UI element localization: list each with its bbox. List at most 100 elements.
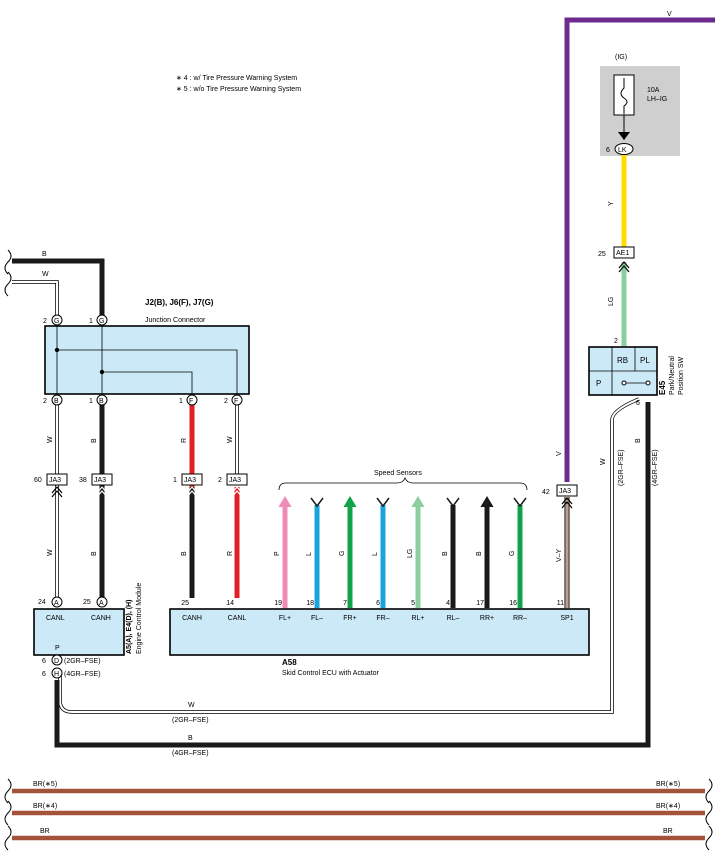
jc-pin-num: 1 — [89, 398, 93, 405]
bus-label: BR — [663, 828, 673, 835]
wire-label: B — [188, 735, 193, 742]
break-mark-icon — [705, 800, 713, 826]
ja3-tag — [46, 473, 68, 486]
jc-bus-2 — [102, 371, 193, 394]
arrow-up-icon — [480, 496, 494, 508]
switch-pin-top: 2 — [614, 338, 618, 345]
wire-label: B — [442, 551, 449, 556]
ecu-pin-number: 7 — [343, 600, 347, 607]
ecu-pin-label: RL– — [447, 615, 460, 622]
wire-label: L — [372, 552, 379, 556]
arrow-down-icon — [376, 497, 390, 508]
wire-label: G — [339, 551, 346, 556]
break-mark-icon — [705, 825, 713, 851]
ja3-pin: 38 — [79, 477, 87, 484]
wire-label: W — [600, 458, 607, 465]
switch-pl: PL — [640, 356, 650, 365]
ecu-pin-number: 18 — [306, 600, 314, 607]
chevron-up-icon — [186, 486, 198, 498]
ja3-name: JA3 — [229, 477, 241, 484]
jc-pin-id: F — [234, 398, 238, 405]
ae1-tag — [613, 246, 635, 259]
junction-connector: J2(B), J6(F), J7(G) Junction Connector 2… — [43, 298, 250, 406]
jc-pin — [96, 394, 108, 406]
ecu-pins: 25CANH14CANL19FL+18FL–7FR+6FR–5RL+4RL–17… — [181, 600, 574, 622]
wire-label: L — [306, 552, 313, 556]
wire-label: LG — [608, 297, 615, 306]
jc-pin — [96, 314, 108, 326]
ecu-pin-number: 14 — [226, 600, 234, 607]
ecm-p: P — [55, 645, 60, 652]
switch-contact-icon — [645, 380, 651, 386]
ecm-canl: CANL — [46, 615, 65, 622]
ecm-title: A5(A), E4(D), (H) — [126, 600, 133, 654]
break-mark-icon — [4, 271, 12, 297]
junction-box — [44, 325, 250, 395]
junction-title: J2(B), J6(F), J7(G) — [145, 298, 214, 307]
ja3-connectors: 60 JA3 38 JA3 1 JA3 2 JA3 42 JA3 — [34, 473, 578, 509]
chevron-up-icon — [231, 486, 243, 498]
park-neutral-switch: RB PL P 2 6 E45 Park/Neutral Position SW — [588, 338, 685, 407]
switch-name-2: Position SW — [678, 356, 685, 395]
ja3-tag — [181, 473, 203, 486]
jc-pin-id: G — [54, 318, 59, 325]
ecm-pin — [96, 596, 108, 608]
arrow-up-icon — [343, 496, 357, 508]
ecu-pin-number: 17 — [476, 600, 484, 607]
jc-pin — [231, 394, 243, 406]
wire-b-e45 — [54, 402, 651, 748]
ecm-gnd-variant: (4GR–FSE) — [64, 671, 101, 678]
ecm-gnd-variant: (2GR–FSE) — [64, 658, 101, 665]
wire-label: V–Y — [556, 548, 563, 562]
bus-label: BR(∗5) — [656, 781, 680, 788]
fuse-box-shade — [600, 66, 680, 156]
ecu-id: A58 — [282, 658, 297, 667]
ecm-pin — [51, 596, 63, 608]
speed-sensors-bracket — [278, 476, 528, 491]
ecu-box — [169, 608, 590, 656]
wire-w-top — [12, 281, 58, 321]
wire-label: V — [556, 451, 563, 456]
ja3-name: JA3 — [94, 477, 106, 484]
speed-sensors-label: Speed Sensors — [374, 470, 422, 477]
wire-label: LG — [407, 549, 414, 558]
ecu-pin-label: FR– — [376, 615, 389, 622]
bus-label: BR(∗5) — [33, 781, 57, 788]
wire-label: R — [181, 438, 188, 443]
fuse-block: (IG) 10A LH–IG — [600, 54, 680, 156]
ecu-pin-label: CANL — [228, 615, 247, 622]
ecm-gnd-id: D — [54, 658, 59, 665]
break-mark-icon — [4, 249, 12, 275]
wire-label-variant: (4GR–FSE) — [172, 750, 209, 757]
bus-label: BR(∗4) — [656, 803, 680, 810]
switch-name: Park/Neutral — [669, 356, 676, 395]
ae1-pin: 25 — [598, 251, 606, 258]
jc-pin — [51, 314, 63, 326]
ecu-pin-label: RR– — [513, 615, 527, 622]
wire-label-variant: (2GR–FSE) — [618, 449, 625, 486]
wire-label: W — [42, 271, 49, 278]
ecm-pin-num: 24 — [38, 599, 46, 606]
ecu-pin-number: 4 — [446, 600, 450, 607]
ecu-name: Skid Control ECU with Actuator — [282, 670, 380, 677]
jc-pin-num: 1 — [89, 318, 93, 325]
wire-label: W — [227, 436, 234, 443]
switch-pin-b: 6 — [636, 400, 640, 407]
ecm-box — [33, 608, 125, 656]
ja3-pin: 42 — [542, 489, 550, 496]
ja3-tag — [226, 473, 248, 486]
fuse-rating: 10A — [647, 87, 660, 94]
ecu-pin-label: RL+ — [411, 615, 424, 622]
ecu-pin-number: 6 — [376, 600, 380, 607]
ecm-pin-id: A — [99, 600, 104, 607]
wire-label: B — [42, 251, 47, 258]
ja3-tag — [91, 473, 113, 486]
ae1-connector: 25 AE1 — [598, 246, 635, 273]
ja3-pin: 60 — [34, 477, 42, 484]
wire-label: B — [635, 438, 642, 443]
ecm-subtitle: Engine Control Module — [136, 583, 143, 654]
ecu-pin-number: 19 — [274, 600, 282, 607]
note-tpws: ∗ 4 : w/ Tire Pressure Warning System — [176, 75, 297, 82]
junction-subtitle: Junction Connector — [145, 317, 206, 324]
ecm-gnd-conn — [51, 667, 63, 679]
